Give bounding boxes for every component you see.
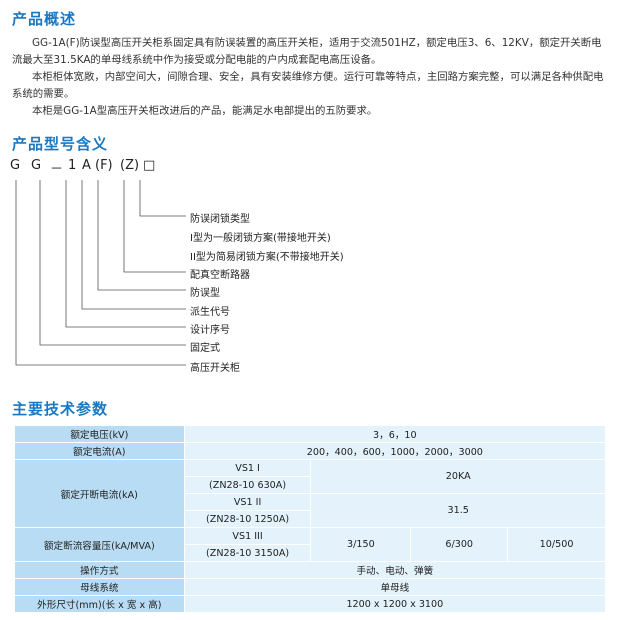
- row-label-rated-current: 额定电流(A): [14, 442, 185, 460]
- breaking-value-1: 20KA: [310, 459, 606, 494]
- overview-paragraph-2: 本柜柜体宽敞，内部空间大，间隙合理、安全，具有安装维修方便。运行可靠等特点，主回…: [12, 71, 604, 100]
- capacity-value-2: 6/300: [410, 527, 509, 562]
- table-row: 额定电压(kV) 3，6，10: [14, 425, 607, 443]
- tree-label-derivative-code: 派生代号: [190, 307, 230, 318]
- rated-voltage-value: 3，6，10: [183, 425, 607, 443]
- overview-paragraph-3: 本柜是GG-1A型高压开关柜改进后的产品，能满足水电部提出的五防要求。: [32, 105, 378, 117]
- tree-label-fixed: 固定式: [190, 343, 220, 354]
- capacity-model-sub: (ZN28-10 3150A): [183, 544, 312, 562]
- table-row: 母线系统 单母线: [14, 578, 607, 596]
- table-row: 额定电流(A) 200，400，600，1000，2000，3000: [14, 442, 607, 460]
- model-char-1: 1: [68, 158, 77, 173]
- row-label-breaking-current: 额定开断电流(kA): [14, 459, 185, 528]
- overview-paragraph-1: GG-1A(F)防误型高压开关柜系固定具有防误装置的高压开关柜，适用于交流501…: [12, 37, 602, 66]
- tree-label-design-number: 设计序号: [190, 325, 230, 336]
- breaking-model-2: VS1 II: [183, 493, 312, 511]
- row-label-breaking-capacity: 额定断流容量压(kA/MVA): [14, 527, 185, 562]
- table-row: 额定开断电流(kA) VS1 I 20KA: [14, 459, 606, 528]
- specs-title: 主要技术参数: [12, 400, 109, 418]
- breaking-model-1-sub: (ZN28-10 630A): [183, 476, 312, 494]
- operation-value: 手动、电动、弹簧: [183, 561, 607, 579]
- overview-title: 产品概述: [12, 10, 77, 28]
- model-char-dash: －: [50, 162, 64, 177]
- table-row: 额定断流容量压(kA/MVA) VS1 III 3/150 6/300 10/5…: [14, 527, 606, 562]
- tree-label-vacuum-breaker: 配真空断路器: [190, 270, 250, 281]
- rated-current-value: 200，400，600，1000，2000，3000: [183, 442, 607, 460]
- tree-label-type-1: I型为一般闭锁方案(带接地开关): [190, 233, 331, 244]
- capacity-value-1: 3/150: [310, 527, 412, 562]
- breaking-value-2: 31.5: [310, 493, 606, 528]
- busbar-value: 单母线: [183, 578, 607, 596]
- spec-table: 额定电压(kV) 3，6，10 额定电流(A) 200，400，600，1000…: [14, 425, 607, 613]
- tree-label-switchgear: 高压开关柜: [190, 363, 240, 374]
- row-label-busbar: 母线系统: [14, 578, 185, 596]
- row-label-dimensions: 外形尺寸(mm)(长 x 宽 x 高): [14, 595, 185, 613]
- model-title: 产品型号含义: [12, 135, 109, 153]
- breaking-model-1: VS1 I: [183, 459, 312, 477]
- tree-label-type-2: II型为简易闭锁方案(不带接地开关): [190, 252, 344, 263]
- breaking-model-2-sub: (ZN28-10 1250A): [183, 510, 312, 528]
- model-char-a: A: [82, 158, 91, 173]
- model-char-g2: G: [31, 158, 42, 173]
- table-row: (ZN28-10 3150A): [15, 544, 606, 562]
- row-label-operation: 操作方式: [14, 561, 185, 579]
- model-char-box: □: [143, 158, 156, 173]
- table-row: 操作方式 手动、电动、弹簧: [14, 561, 607, 579]
- table-row: (ZN28-10 630A): [15, 476, 606, 494]
- table-row: 外形尺寸(mm)(长 x 宽 x 高) 1200 x 1200 x 3100: [14, 595, 607, 613]
- table-row: VS1 II 31.5: [15, 493, 606, 528]
- model-char-f: (F): [95, 158, 113, 173]
- model-char-g1: G: [10, 158, 21, 173]
- tree-label-lock-type: 防误闭锁类型: [190, 214, 250, 225]
- model-char-z: (Z): [120, 158, 140, 173]
- dimensions-value: 1200 x 1200 x 3100: [183, 595, 607, 613]
- row-label-rated-voltage: 额定电压(kV): [14, 425, 185, 443]
- capacity-model: VS1 III: [183, 527, 312, 545]
- tree-label-anti-misoperation: 防误型: [190, 288, 220, 299]
- capacity-value-3: 10/500: [507, 527, 606, 562]
